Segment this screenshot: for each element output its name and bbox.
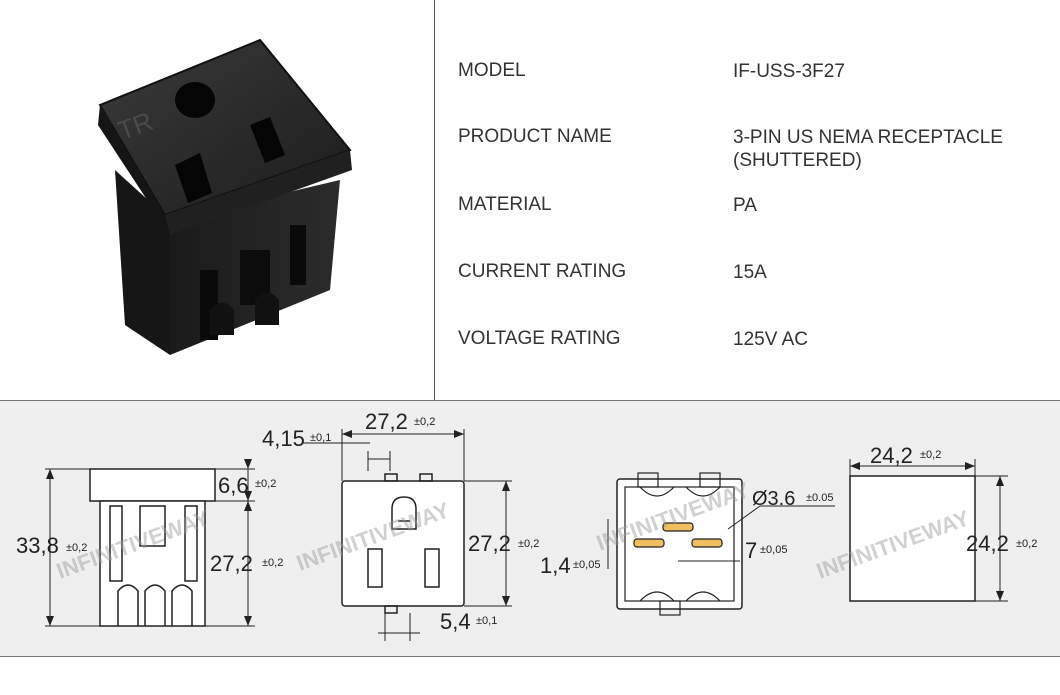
dim-cutout-width: 24,2 [870, 443, 913, 468]
dim-front-offset: 4,15 [262, 426, 305, 451]
product-photo: TR [98, 38, 352, 355]
spec-label: PRODUCT NAME [458, 126, 612, 147]
dim-pin-thickness: 1,4 [540, 553, 571, 578]
tol-pin-hole: ±0.05 [806, 492, 833, 504]
dim-front-width: 27,2 [365, 409, 408, 434]
dim-front-height: 27,2 [468, 531, 511, 556]
dimension-panel: 33,8 ±0,2 6,6 ±0,2 27,2 ±0,2 27,2 ±0,2 4… [0, 400, 1060, 657]
tol-front-width: ±0,2 [414, 416, 435, 428]
tol-pin-pitch: ±0,05 [760, 544, 787, 556]
technical-drawing: 33,8 ±0,2 6,6 ±0,2 27,2 ±0,2 27,2 ±0,2 4… [16, 409, 1037, 641]
spec-label: CURRENT RATING [458, 261, 627, 282]
spec-value: PA [733, 195, 757, 216]
dim-cutout-height: 24,2 [966, 531, 1009, 556]
dim-pin-pitch: 7 [745, 538, 757, 563]
tol-pin-thickness: ±0,05 [573, 559, 600, 571]
tol-front-slot-gap: ±0,1 [476, 615, 497, 627]
dim-side-body-height: 27,2 [210, 551, 253, 576]
spec-value: 3-PIN US NEMA RECEPTACLE (SHUTTERED) [733, 127, 1003, 171]
spec-value: IF-USS-3F27 [733, 61, 845, 82]
vertical-divider [434, 0, 435, 400]
spec-value: 15A [733, 262, 767, 283]
tol-side-body-height: ±0,2 [262, 557, 283, 569]
dim-side-flange: 6,6 [218, 473, 249, 498]
dim-side-height-total: 33,8 [16, 533, 59, 558]
top-panel: TR MODEL IF-USS-3F27 PRODUCT NAME 3-PIN … [98, 0, 1003, 400]
tol-cutout-height: ±0,2 [1016, 538, 1037, 550]
tol-front-height: ±0,2 [518, 538, 539, 550]
tol-front-offset: ±0,1 [310, 432, 331, 444]
spec-value: 125V AC [733, 329, 808, 350]
spec-label: MODEL [458, 60, 526, 81]
tol-side-flange: ±0,2 [255, 478, 276, 490]
tol-cutout-width: ±0,2 [920, 449, 941, 461]
dim-pin-hole: Ø3.6 [752, 488, 795, 510]
tol-side-height-total: ±0,2 [66, 542, 87, 554]
spec-label: MATERIAL [458, 194, 552, 215]
spec-label: VOLTAGE RATING [458, 328, 621, 349]
dim-front-slot-gap: 5,4 [440, 609, 471, 634]
